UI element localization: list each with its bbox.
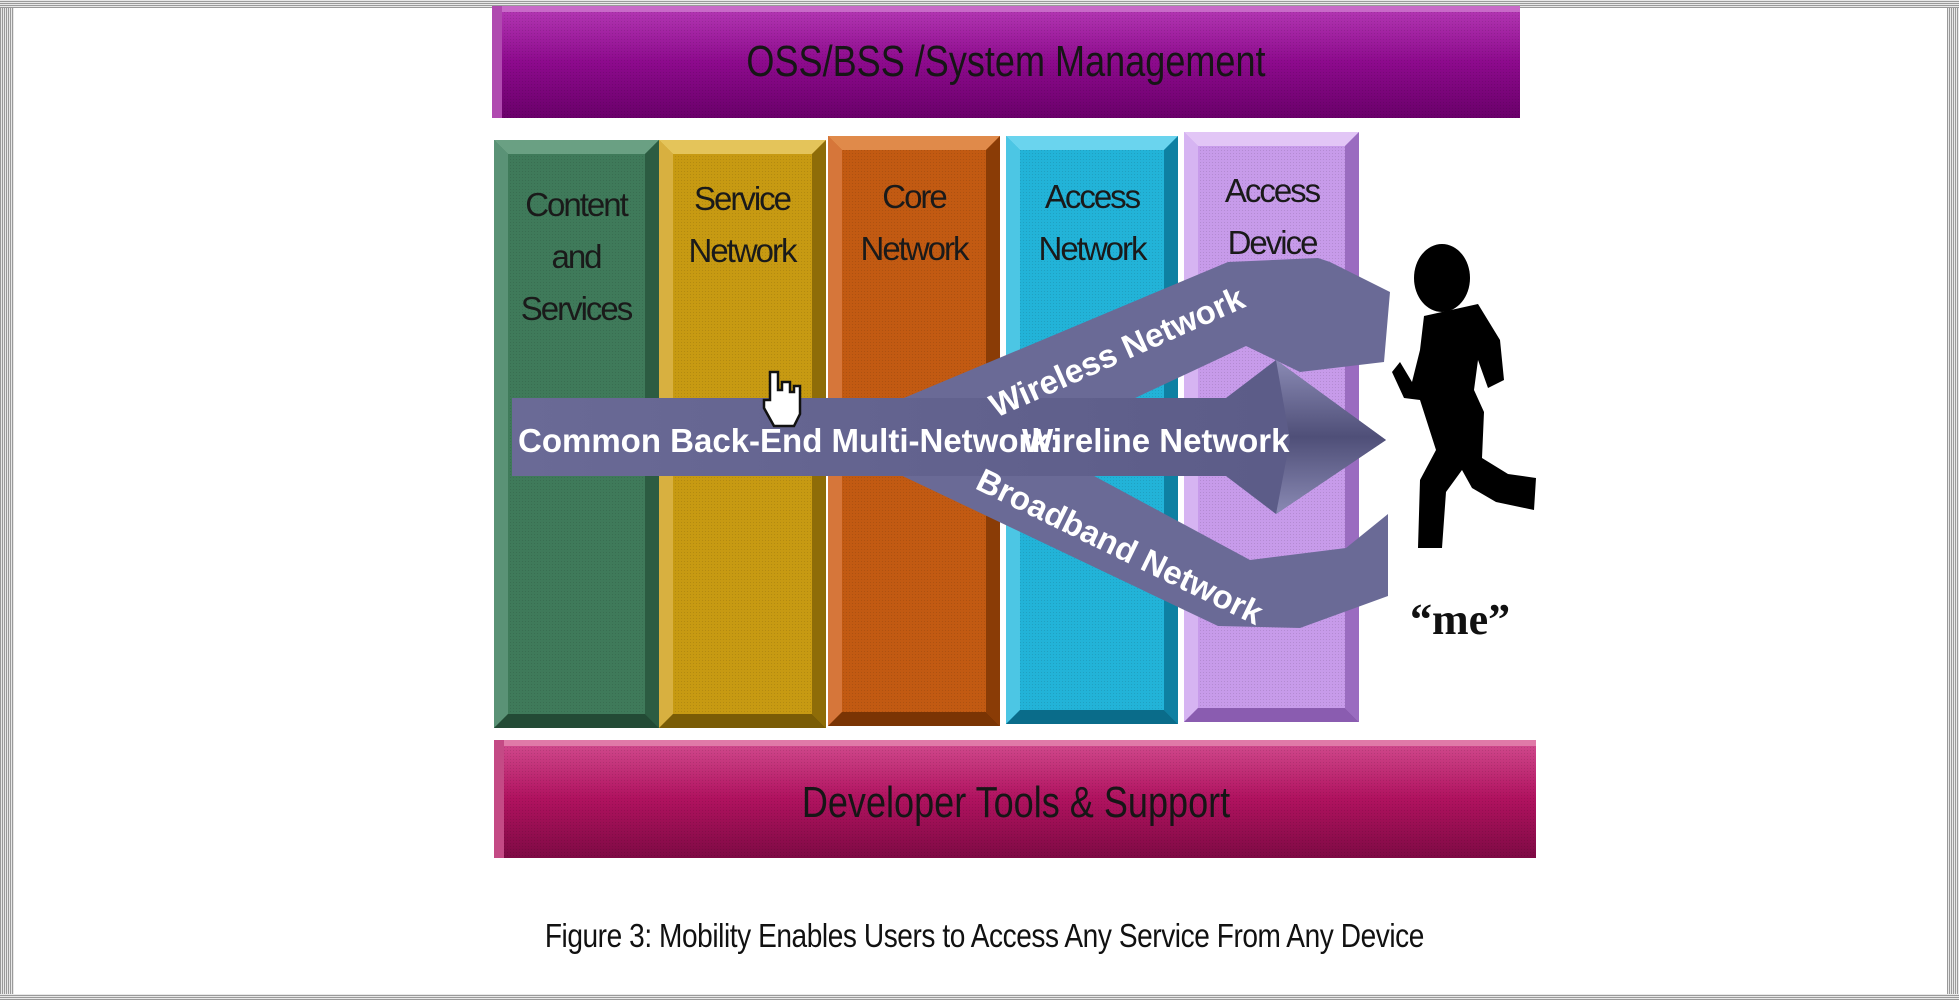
user-me-label: “me” [1410,595,1510,644]
pillar-label-content-line2: and [551,238,601,275]
bottom-band: Developer Tools & Support [494,740,1536,858]
frame-top-border [0,0,1959,8]
pillar-label-core-line2: Network [860,230,970,267]
top-band-label: OSS/BSS /System Management [746,37,1265,86]
frame-left-border [0,0,14,1000]
pillar-label-access-device-line2: Device [1228,224,1318,261]
hand-cursor-icon [762,370,802,428]
bottom-band-label: Developer Tools & Support [802,778,1230,827]
user-figure-icon [1392,244,1536,548]
pillar-label-content-line3: Services [521,290,633,327]
frame-bottom-border [0,994,1959,1000]
pillar-label-service-line2: Network [688,232,798,269]
frame-right-border [1947,0,1959,1000]
pillar-label-service-line1: Service [694,180,791,217]
pillar-label-content-line1: Content [525,186,628,223]
common-backend-label: Common Back-End Multi-Network: [518,422,1061,459]
figure-caption: Figure 3: Mobility Enables Users to Acce… [544,917,1425,954]
pillar-label-core-line1: Core [882,178,946,215]
network-arrows [512,258,1390,628]
wireline-network-label: Wireline Network [1022,422,1290,459]
top-band: OSS/BSS /System Management [492,6,1520,118]
common-backend-arrow [512,360,1386,514]
pillar-label-access-device-line1: Access [1225,172,1321,209]
pillar-label-access-network-line1: Access [1045,178,1141,215]
pillar-label-access-network-line2: Network [1038,230,1148,267]
broadband-arrow [880,430,1388,628]
wireline-arrow-tip [1276,360,1386,514]
